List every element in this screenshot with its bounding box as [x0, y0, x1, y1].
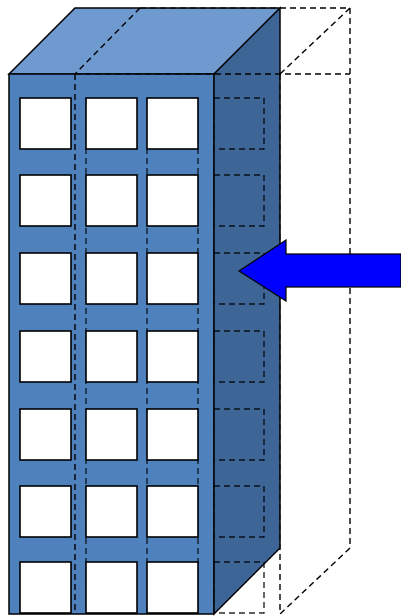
- dashed-line-3: [74, 7, 141, 75]
- projection-dashed-lines: [74, 7, 351, 615]
- window-r5-c3: [146, 408, 199, 461]
- side-window-r2: [213, 174, 265, 227]
- window-r1-c2: [85, 97, 138, 150]
- dashed-line-8: [279, 547, 351, 615]
- window-r2-c3: [146, 174, 199, 227]
- window-r1-c3: [146, 97, 199, 150]
- side-window-r4: [213, 330, 265, 383]
- dashed-line-6: [279, 7, 351, 75]
- window-r6-c3: [146, 485, 199, 538]
- front-windows-grid: [19, 97, 199, 614]
- window-r2-c1: [19, 174, 72, 227]
- window-r6-c2: [85, 485, 138, 538]
- window-r3-c3: [146, 252, 199, 305]
- window-r7-c2: [85, 561, 138, 614]
- side-windows-grid: [213, 97, 265, 614]
- window-r5-c1: [19, 408, 72, 461]
- window-r3-c1: [19, 252, 72, 305]
- window-r1-c1: [19, 97, 72, 150]
- window-r2-c2: [85, 174, 138, 227]
- window-r3-c2: [85, 252, 138, 305]
- arrow-left-icon: [237, 238, 401, 303]
- building-side-face: [213, 6, 281, 616]
- side-window-r7: [213, 561, 265, 614]
- side-window-r1: [213, 97, 265, 150]
- window-r4-c1: [19, 330, 72, 383]
- side-window-r6: [213, 485, 265, 538]
- window-r7-c3: [146, 561, 199, 614]
- window-r4-c2: [85, 330, 138, 383]
- window-r7-c1: [19, 561, 72, 614]
- window-r6-c1: [19, 485, 72, 538]
- side-window-r5: [213, 408, 265, 461]
- window-r5-c2: [85, 408, 138, 461]
- window-r4-c3: [146, 330, 199, 383]
